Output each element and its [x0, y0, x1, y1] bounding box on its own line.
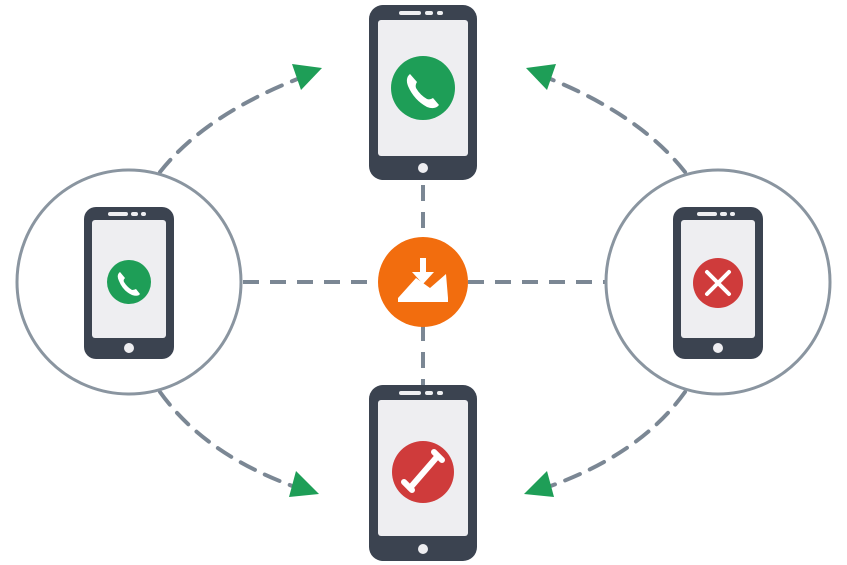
arrowheads: [289, 64, 556, 497]
hub-connectors: [243, 185, 605, 385]
arrow-left-to-bottom: [158, 390, 300, 490]
arrowhead-bottom-right: [524, 471, 554, 497]
phone-top: [369, 5, 477, 180]
download-tray-icon: [378, 237, 468, 327]
phone-right: [673, 207, 763, 359]
hang-up-icon: [392, 441, 454, 503]
arrow-right-to-bottom: [543, 390, 687, 490]
arrowhead-top-left: [292, 64, 322, 90]
phone-call-icon: [391, 56, 455, 120]
phone-bottom: [369, 385, 477, 561]
arrow-right-to-top: [546, 76, 687, 174]
phone-call-icon: [107, 260, 151, 304]
arrowhead-bottom-left: [289, 471, 319, 497]
arrowhead-top-right: [526, 64, 556, 90]
flow-arrows: [158, 76, 687, 490]
arrow-left-to-top: [158, 76, 302, 174]
phone-left: [84, 207, 174, 359]
close-x-icon: [693, 258, 743, 308]
